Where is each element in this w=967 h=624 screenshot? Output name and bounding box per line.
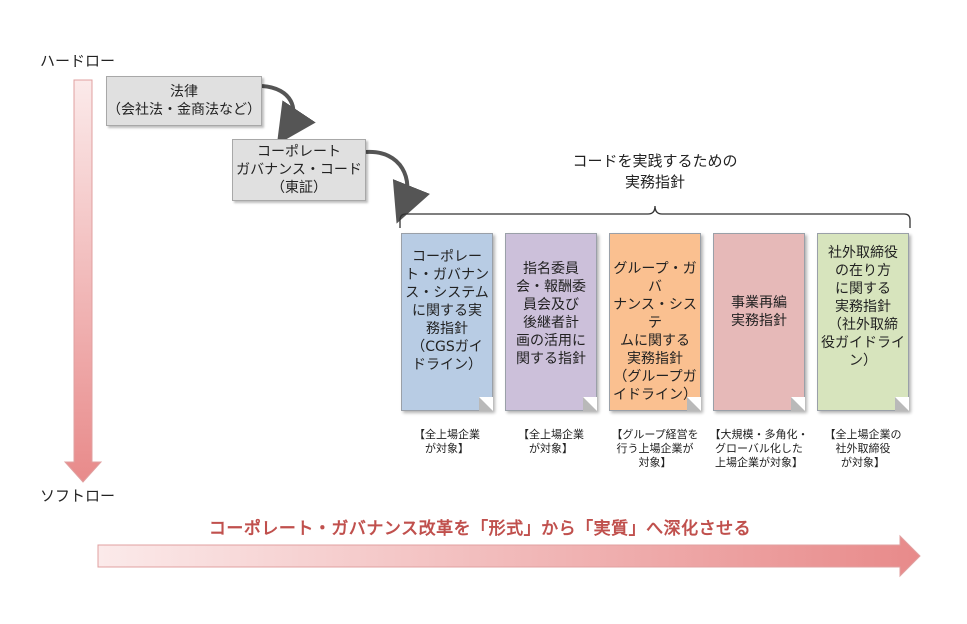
card-line: 実務指針	[627, 351, 683, 367]
card-line: ナンス・システ	[613, 297, 697, 331]
card-line: 画の活用に	[516, 333, 586, 349]
note-line: が対象】	[841, 456, 885, 469]
card-line: 指名委員	[523, 261, 579, 277]
card-fold	[687, 397, 701, 411]
cg-code-box-line: ガバナンス・コード	[236, 162, 362, 178]
soft-law-label: ソフトロー	[40, 487, 116, 505]
card-note: 【全上場企業 が対象】	[397, 428, 497, 456]
group-title: コードを実践するための 実務指針	[555, 151, 755, 193]
card-line: に関する実	[412, 303, 482, 319]
deepening-arrow	[97, 534, 921, 578]
note-line: グローバル化した	[715, 442, 803, 455]
card-note: 【全上場企業の 社外取締役 が対象】	[813, 428, 913, 470]
hard-to-soft-arrow	[63, 79, 103, 483]
card-fold	[583, 397, 597, 411]
note-line: が対象】	[425, 442, 469, 455]
restructuring-card: 事業再編 実務指針	[713, 233, 805, 411]
curve-arrow-1	[261, 84, 316, 145]
card-line: 事業再編	[731, 295, 787, 311]
outside-director-card: 社外取締役 の在り方 に関する 実務指針 （社外取締 役ガイドライ ン）	[817, 233, 909, 411]
card-fold	[479, 397, 493, 411]
card-line: 会・報酬委	[516, 279, 586, 295]
card-line: コーポレー	[412, 249, 482, 265]
note-line: 上場企業が対象】	[715, 456, 803, 469]
card-note: 【グループ経営を 行う上場企業が 対象】	[605, 428, 705, 470]
note-line: 【全上場企業	[414, 428, 480, 441]
law-box: 法律 （会社法・金商法など）	[106, 76, 262, 126]
card-line: ムに関する	[620, 333, 690, 349]
card-line: 実務指針	[835, 299, 891, 315]
note-line: 【大規模・多角化・	[709, 428, 809, 441]
headline: コーポレート・ガバナンス改革を「形式」から「実質」へ深化させる	[208, 519, 752, 539]
card-line: ス・システム	[405, 285, 489, 301]
card-line: 後継者計	[523, 315, 579, 331]
card-line: （社外取締	[828, 317, 898, 333]
nomination-committee-card: 指名委員 会・報酬委 員会及び 後継者計 画の活用に 関する指針	[505, 233, 597, 411]
note-line: 【グループ経営を	[611, 428, 699, 441]
card-line: （グループガ	[613, 369, 697, 385]
cg-code-box-line: （東証）	[271, 180, 327, 196]
card-line: ドライン）	[412, 357, 482, 373]
card-line: 社外取締役	[828, 245, 898, 261]
card-line: ト・ガバナン	[405, 267, 489, 283]
note-line: が対象】	[529, 442, 573, 455]
card-line: ン）	[849, 353, 877, 369]
card-note: 【大規模・多角化・ グローバル化した 上場企業が対象】	[709, 428, 809, 470]
card-line: 実務指針	[731, 313, 787, 329]
note-line: 【全上場企業	[518, 428, 584, 441]
group-title-line: 実務指針	[624, 173, 685, 191]
note-line: 【全上場企業の	[824, 428, 902, 441]
card-line: に関する	[835, 281, 891, 297]
card-fold	[791, 397, 805, 411]
card-line: 員会及び	[523, 297, 579, 313]
card-line: （CGSガイ	[411, 339, 483, 355]
card-line: 関する指針	[516, 351, 586, 367]
card-line: の在り方	[835, 263, 891, 279]
group-title-line: コードを実践するための	[572, 152, 738, 170]
curve-arrow-2	[365, 149, 430, 224]
card-fold	[895, 397, 909, 411]
card-line: 務指針	[426, 321, 468, 337]
hard-law-label: ハードロー	[40, 52, 116, 70]
group-brace	[399, 205, 911, 228]
group-guideline-card: グループ・ガバ ナンス・システ ムに関する 実務指針 （グループガ イドライン）	[609, 233, 701, 411]
note-line: 対象】	[638, 456, 672, 469]
law-box-line: 法律	[170, 84, 198, 100]
law-box-line: （会社法・金商法など）	[107, 102, 261, 118]
card-line: グループ・ガバ	[613, 261, 697, 295]
cg-code-box-line: コーポレート	[257, 144, 341, 160]
cg-code-box: コーポレート ガバナンス・コード （東証）	[232, 139, 366, 201]
note-line: 行う上場企業が	[616, 442, 694, 455]
card-line: 役ガイドライ	[821, 335, 905, 351]
card-line: イドライン）	[613, 387, 697, 403]
card-note: 【全上場企業 が対象】	[501, 428, 601, 456]
note-line: 社外取締役	[835, 442, 891, 455]
cgs-guideline-card: コーポレー ト・ガバナン ス・システム に関する実 務指針 （CGSガイ ドライ…	[401, 233, 493, 411]
